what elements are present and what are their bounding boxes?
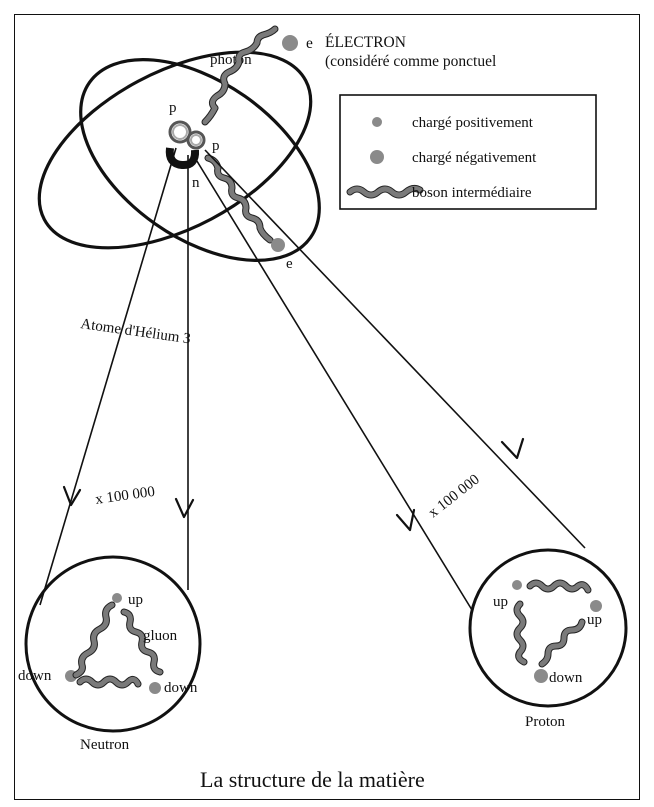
photon-boson xyxy=(202,26,278,125)
legend-negative-label: chargé négativement xyxy=(412,150,537,166)
proton-projection xyxy=(191,149,586,611)
legend-negative-dot xyxy=(370,150,384,164)
electron-bottom-symbol: e xyxy=(286,256,293,272)
legend-boson-swatch xyxy=(347,185,423,198)
neutron-quark-down-right-label: down xyxy=(164,680,198,696)
diagram-caption: La structure de la matière xyxy=(200,767,425,792)
orbit-1 xyxy=(37,50,313,250)
gluon-left xyxy=(73,602,115,678)
atom-label: Atome d'Hélium 3 xyxy=(79,316,191,347)
magnification-left: x 100 000 xyxy=(94,484,156,508)
legend: chargé positivement chargé négativement … xyxy=(339,94,597,210)
neutron-quark-up xyxy=(112,593,122,603)
nucleus: p p n xyxy=(165,100,220,191)
proton-label-1: p xyxy=(169,100,177,116)
legend-box xyxy=(339,94,597,210)
diagram-frame xyxy=(14,14,640,800)
neutron-projection xyxy=(39,147,195,606)
gluon-bottom xyxy=(77,676,141,688)
electron-bottom-dot xyxy=(271,238,285,252)
proton-gluon-left xyxy=(514,601,527,665)
proton-detail: up up down xyxy=(468,548,628,708)
proton-name: Proton xyxy=(525,714,566,730)
proton-circle xyxy=(468,548,628,708)
atom-orbits xyxy=(37,50,321,262)
legend-positive-dot xyxy=(372,117,382,127)
orbit-2 xyxy=(79,58,321,262)
neutron-quark-up-label: up xyxy=(128,592,143,608)
proton-gluon-top xyxy=(527,580,591,593)
proton-quark-up-right xyxy=(590,600,602,612)
electron-top-symbol: e xyxy=(306,35,313,52)
neutron-name: Neutron xyxy=(80,737,130,753)
proton-quark-down-label: down xyxy=(549,670,583,686)
neutron-quark-down-right xyxy=(149,682,161,694)
proton-quark-down xyxy=(534,669,548,683)
neutron-quark-down-left-label: down xyxy=(18,668,52,684)
gluon-right xyxy=(121,609,163,675)
proton-quark-up-left-label: up xyxy=(493,594,508,610)
proton-label-2: p xyxy=(212,138,220,154)
gluon-label: gluon xyxy=(143,628,178,644)
electron-top-dot xyxy=(282,35,298,51)
neutron-detail: up gluon down down xyxy=(18,555,202,733)
proton-quark-up-left xyxy=(512,580,522,590)
proton-quark-up-right-label: up xyxy=(587,612,602,628)
electron-note: (considéré comme ponctuel xyxy=(325,53,496,70)
neutron-label: n xyxy=(192,175,200,191)
magnification-right: x 100 000 xyxy=(426,472,483,522)
proton-gluon-right xyxy=(539,619,585,667)
boson-lower xyxy=(205,155,273,243)
legend-positive-label: chargé positivement xyxy=(412,115,534,131)
neutron-circle xyxy=(24,555,202,733)
electron-title: ÉLECTRON xyxy=(325,34,406,51)
legend-boson-label: boson intermédiaire xyxy=(412,185,532,201)
